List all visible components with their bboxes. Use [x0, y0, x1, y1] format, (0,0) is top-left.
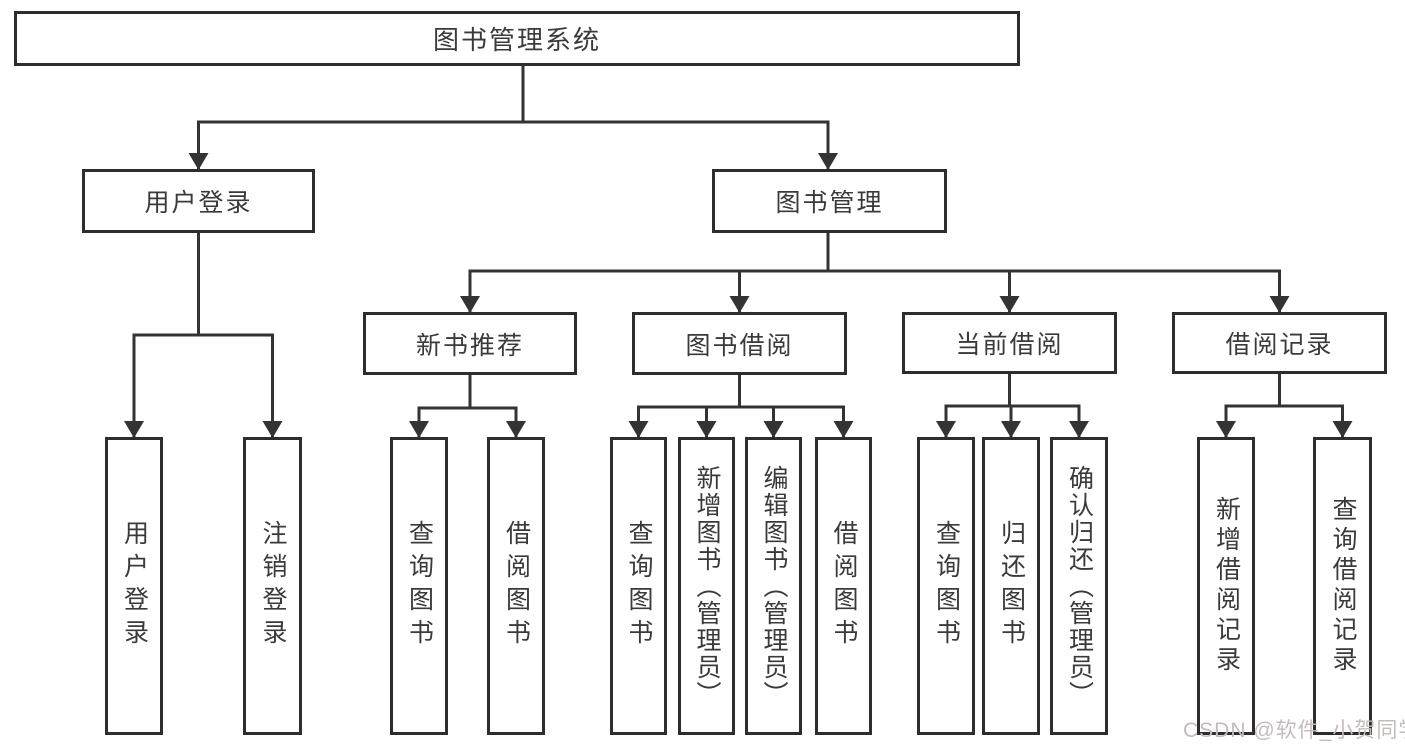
node-current-borrow: 当前借阅: [902, 312, 1117, 374]
leaf-user-login-label: 用户登录: [120, 520, 149, 652]
leaf-logout: 注销登录: [243, 437, 302, 735]
connector-user-login-children: [124, 231, 283, 439]
node-new-book-recommend-label: 新书推荐: [415, 331, 524, 360]
connector-root-to-level2: [188, 64, 838, 171]
leaf-query-books-borrow: 查询图书: [610, 437, 667, 735]
node-user-login: 用户登录: [82, 169, 315, 233]
connector-book-borrow-children: [628, 373, 854, 439]
leaf-return-books: 归还图书: [982, 437, 1040, 735]
leaf-add-borrow-record: 新增借阅记录: [1197, 437, 1255, 735]
connector-book-management-children: [460, 231, 1290, 314]
node-book-management-label: 图书管理: [775, 189, 884, 217]
connector-new-book-recommend-children: [409, 373, 526, 439]
leaf-return-books-label: 归还图书: [997, 520, 1026, 652]
csdn-watermark: CSDN @软件_小贺同学: [1183, 719, 1405, 742]
leaf-user-login: 用户登录: [105, 437, 163, 735]
leaf-confirm-return-admin: 确认归还（管理员）: [1050, 437, 1108, 735]
node-root-system: 图书管理系统: [14, 11, 1020, 66]
connector-current-borrow-children: [936, 372, 1089, 439]
connector-borrow-records-children: [1216, 372, 1353, 439]
node-root-system-label: 图书管理系统: [432, 25, 601, 55]
leaf-edit-book-admin: 编辑图书（管理员）: [745, 437, 802, 735]
node-book-borrow-label: 图书借阅: [685, 331, 794, 360]
leaf-query-books-current-label: 查询图书: [932, 520, 961, 652]
leaf-add-borrow-record-label: 新增借阅记录: [1212, 496, 1241, 676]
leaf-logout-label: 注销登录: [259, 520, 287, 652]
node-user-login-label: 用户登录: [144, 189, 253, 217]
node-new-book-recommend: 新书推荐: [363, 312, 577, 375]
leaf-add-book-admin-label: 新增图书（管理员）: [693, 464, 721, 708]
node-borrow-records-label: 借阅记录: [1225, 331, 1334, 359]
leaf-borrow-books-label: 借阅图书: [830, 520, 858, 652]
leaf-query-books-current: 查询图书: [917, 437, 975, 735]
leaf-query-borrow-record-label: 查询借阅记录: [1329, 496, 1357, 676]
leaf-query-borrow-record: 查询借阅记录: [1313, 437, 1372, 735]
node-book-management: 图书管理: [712, 169, 947, 233]
node-current-borrow-label: 当前借阅: [955, 331, 1064, 359]
node-book-borrow: 图书借阅: [632, 312, 847, 375]
node-borrow-records: 借阅记录: [1172, 312, 1387, 374]
leaf-add-book-admin: 新增图书（管理员）: [678, 437, 735, 735]
leaf-borrow-books-recommend: 借阅图书: [487, 437, 545, 735]
leaf-borrow-books-recommend-label: 借阅图书: [502, 520, 531, 652]
leaf-query-books-borrow-label: 查询图书: [625, 520, 653, 652]
leaf-confirm-return-admin-label: 确认归还（管理员）: [1065, 464, 1094, 708]
leaf-borrow-books: 借阅图书: [815, 437, 872, 735]
leaf-query-books-recommend-label: 查询图书: [405, 520, 434, 652]
leaf-edit-book-admin-label: 编辑图书（管理员）: [760, 464, 788, 708]
leaf-query-books-recommend: 查询图书: [390, 437, 448, 735]
